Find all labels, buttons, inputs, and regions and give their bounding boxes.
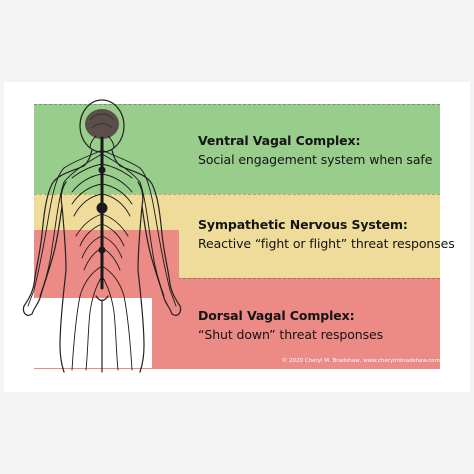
sympathetic-title: Sympathetic Nervous System: xyxy=(198,217,408,232)
dorsal-vagal-description: “Shut down” threat responses xyxy=(198,327,384,342)
dorsal-vagal-title: Dorsal Vagal Complex: xyxy=(198,308,355,323)
copyright-credit: © 2020 Cheryl M. Bradshaw, www.cherylmbr… xyxy=(281,358,440,364)
ventral-vagal-description: Social engagement system when safe xyxy=(198,152,433,167)
ventral-vagal-title: Ventral Vagal Complex: xyxy=(198,133,361,148)
unshaded-region xyxy=(34,298,152,368)
dorsal-vagal-label: Dorsal Vagal Complex: “Shut down” threat… xyxy=(198,308,383,342)
sympathetic-description: Reactive “fight or flight” threat respon… xyxy=(198,236,455,251)
sympathetic-label: Sympathetic Nervous System: Reactive “fi… xyxy=(198,217,455,251)
ventral-vagal-label: Ventral Vagal Complex: Social engagement… xyxy=(198,133,432,167)
